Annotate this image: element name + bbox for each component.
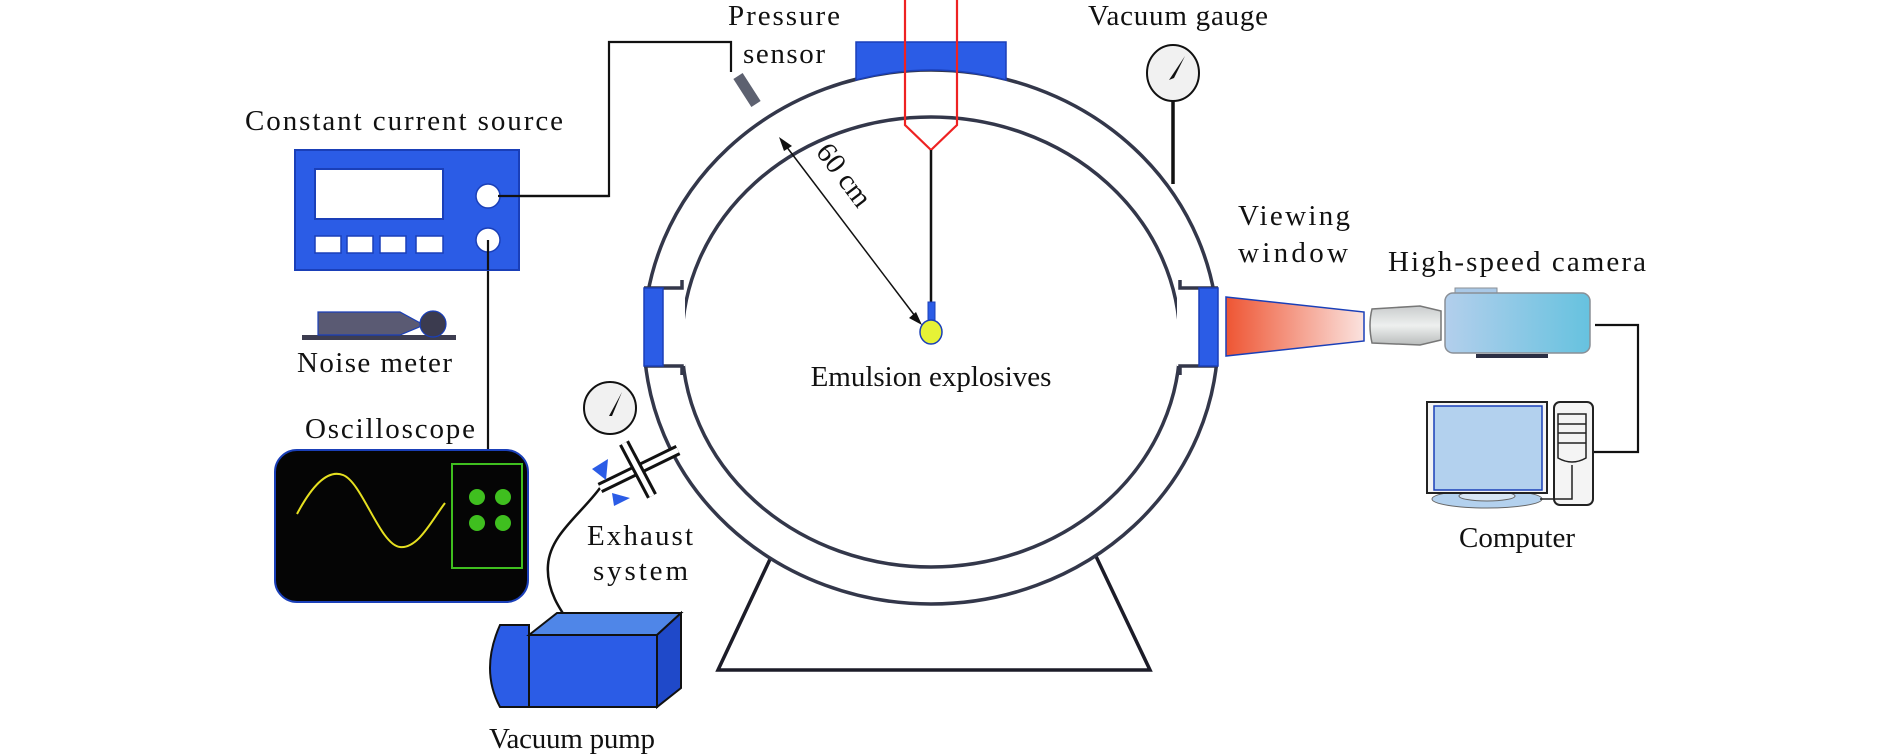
oscilloscope-control-panel: [451, 463, 523, 569]
pump-front: [528, 634, 658, 708]
camera-computer-cable: [1594, 323, 1640, 454]
valve-icon: [612, 493, 630, 506]
noise-meter-label: Noise meter: [297, 347, 452, 379]
camera-base: [1476, 354, 1548, 358]
exhaust-system: [592, 440, 681, 506]
source-button: [314, 235, 342, 254]
valve-icon: [592, 459, 608, 480]
oscilloscope: [274, 449, 529, 603]
vacuum-pump: [489, 610, 684, 710]
vacuum-gauge-label: Vacuum gauge: [1088, 0, 1268, 32]
viewing-window-label-line1: Viewing: [1238, 200, 1350, 232]
source-button: [346, 235, 374, 254]
computer-label: Computer: [1459, 522, 1575, 554]
detonator: [927, 301, 936, 323]
oscilloscope-knob: [469, 489, 485, 505]
right-viewing-window: [1198, 287, 1219, 367]
constant-current-source: [294, 149, 520, 271]
exhaust-vacuum-gauge: [583, 381, 637, 435]
computer: [1426, 401, 1594, 509]
emulsion-explosive-charge: [919, 319, 943, 345]
top-feedthrough-port: [855, 41, 1007, 81]
exhaust-system-label-line2: system: [593, 555, 688, 587]
camera-body: [1444, 292, 1591, 354]
exhaust-hose: [546, 487, 602, 629]
pressure-sensor-label-line1: Pressure: [728, 0, 840, 32]
drive-bays: [1557, 413, 1587, 463]
oscilloscope-knob: [469, 515, 485, 531]
pressure-sensor: [733, 73, 761, 107]
exhaust-system-label-line1: Exhaust: [587, 520, 693, 552]
source-port-upper: [475, 183, 501, 209]
noise-meter: [302, 310, 456, 340]
camera-lens: [1369, 305, 1442, 346]
viewing-window-label-line2: window: [1238, 237, 1348, 269]
constant-current-source-label: Constant current source: [245, 105, 563, 137]
monitor-screen: [1433, 405, 1543, 491]
oscilloscope-knob: [495, 489, 511, 505]
source-button: [379, 235, 407, 254]
oscilloscope-knob: [495, 515, 511, 531]
high-speed-camera-label: High-speed camera: [1388, 246, 1646, 278]
pressure-sensor-label-line2: sensor: [743, 38, 825, 70]
emulsion-explosives-label: Emulsion explosives: [811, 361, 1052, 393]
pump-motor: [489, 624, 530, 708]
oscilloscope-waveform: [296, 472, 446, 549]
vacuum-gauge: [1146, 44, 1200, 184]
vacuum-pump-label: Vacuum pump: [489, 723, 655, 754]
source-button: [415, 235, 444, 254]
gauge-needle: [609, 392, 622, 416]
source-display: [314, 168, 444, 220]
pump-top: [526, 612, 684, 636]
oscilloscope-label: Oscilloscope: [305, 413, 475, 445]
radius-dimension: [779, 137, 922, 325]
gauge-needle: [1169, 56, 1185, 80]
high-speed-camera: [1369, 287, 1591, 358]
left-viewing-window: [643, 287, 664, 367]
light-path: [1225, 296, 1365, 357]
